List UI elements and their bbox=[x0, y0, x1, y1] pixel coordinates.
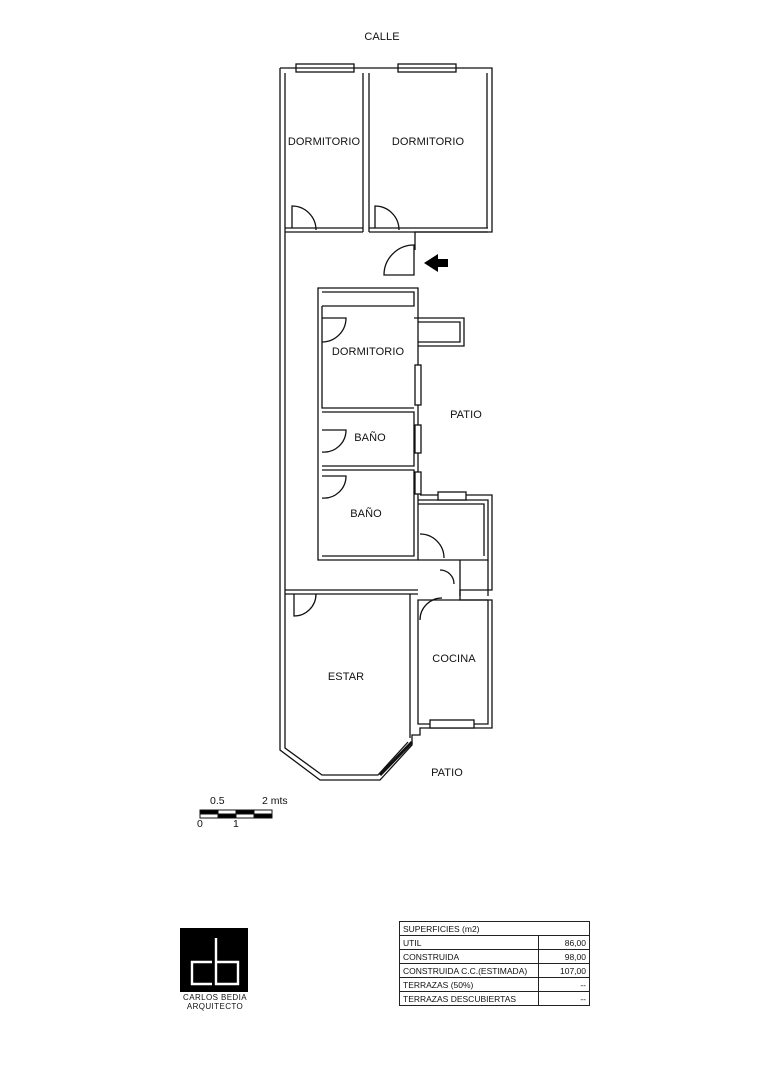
patio-2-label: PATIO bbox=[431, 767, 463, 779]
scale-label-two: 2 mts bbox=[262, 795, 288, 807]
bath-1-door bbox=[321, 429, 347, 453]
outer-wall bbox=[280, 67, 493, 250]
bedroom-divider bbox=[362, 73, 370, 232]
kitchen-door bbox=[419, 597, 443, 621]
table-row: CONSTRUIDA 98,00 bbox=[399, 949, 590, 964]
logo-name: CARLOS BEDIA bbox=[183, 993, 247, 1002]
surface-name: TERRAZAS (50%) bbox=[399, 977, 539, 992]
bedroom-1-label: DORMITORIO bbox=[287, 136, 361, 148]
table-row: SUPERFICIES (m2) bbox=[399, 921, 590, 936]
logo-caption: CARLOS BEDIA ARQUITECTO bbox=[170, 993, 260, 1011]
table-row: CONSTRUIDA C.C.(ESTIMADA) 107,00 bbox=[399, 963, 590, 978]
street-label: CALLE bbox=[364, 31, 400, 43]
bedroom-1-door bbox=[291, 205, 317, 231]
bath-2-label: BAÑO bbox=[350, 508, 382, 520]
logo-title: ARQUITECTO bbox=[186, 1002, 244, 1011]
living-door bbox=[293, 593, 317, 617]
bath-2-door bbox=[321, 475, 347, 499]
surface-value: 86,00 bbox=[538, 935, 590, 950]
bath-1-label: BAÑO bbox=[354, 432, 386, 444]
entrance-arrow-icon bbox=[424, 254, 448, 272]
scale-label-half: 0.5 bbox=[210, 795, 225, 807]
bedroom-3-label: DORMITORIO bbox=[331, 346, 405, 358]
architect-logo bbox=[180, 928, 248, 992]
surface-name: TERRAZAS DESCUBIERTAS bbox=[399, 991, 539, 1006]
bedroom-2-label: DORMITORIO bbox=[391, 136, 465, 148]
cb-monogram-icon bbox=[190, 938, 240, 986]
bedroom-3-door bbox=[321, 317, 347, 343]
kitchen-corridor-door bbox=[419, 533, 445, 559]
entrance-door bbox=[383, 244, 415, 276]
inner-wall-west bbox=[284, 73, 409, 776]
kitchen-label: COCINA bbox=[432, 653, 476, 665]
scale-label-zero: 0 bbox=[197, 818, 203, 830]
table-row: TERRAZAS (50%) -- bbox=[399, 977, 590, 992]
outer-wall-west bbox=[279, 68, 493, 781]
surfaces-table: SUPERFICIES (m2) UTIL 86,00 CONSTRUIDA 9… bbox=[399, 921, 590, 1006]
scale-label-one: 1 bbox=[233, 818, 239, 830]
surface-name: UTIL bbox=[399, 935, 539, 950]
surface-value: 98,00 bbox=[538, 949, 590, 964]
bedroom-2-door bbox=[374, 205, 400, 231]
surfaces-title: SUPERFICIES (m2) bbox=[399, 921, 590, 936]
surface-name: CONSTRUIDA bbox=[399, 949, 539, 964]
window-kitchen bbox=[429, 719, 475, 729]
surface-value: 107,00 bbox=[538, 963, 590, 978]
patio-1-label: PATIO bbox=[450, 409, 482, 421]
table-row: UTIL 86,00 bbox=[399, 935, 590, 950]
surface-value: -- bbox=[538, 977, 590, 992]
scale-bar bbox=[199, 809, 273, 819]
window-patio-top bbox=[437, 491, 467, 501]
surface-name: CONSTRUIDA C.C.(ESTIMADA) bbox=[399, 963, 539, 978]
surface-value: -- bbox=[538, 991, 590, 1006]
table-row: TERRAZAS DESCUBIERTAS -- bbox=[399, 991, 590, 1006]
living-label: ESTAR bbox=[327, 671, 365, 683]
